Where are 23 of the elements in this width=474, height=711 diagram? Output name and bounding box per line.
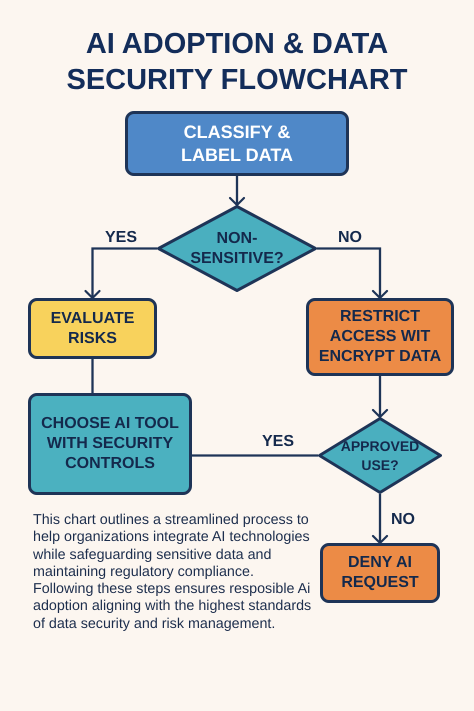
connector-line [192, 454, 318, 457]
box-label: DENY AI REQUEST [340, 553, 420, 593]
description-text: This chart outlines a streamlined process to help organizations integrate AI technologies while safeguarding sensitive data and maintaining regulatory compliance. Following these steps ensures resposible Ai adoption aligning with the highest standards of data security and risk management. [33, 512, 312, 634]
process-box [125, 111, 349, 176]
decision-label: NON- SENSITIVE? [189, 228, 285, 268]
title: AI ADOPTION & DATA SECURITY FLOWCHART [65, 27, 408, 98]
arrow [372, 494, 388, 544]
decision-diamond [318, 417, 442, 494]
arrow [372, 376, 388, 418]
decision-diamond [157, 205, 317, 292]
arrow [84, 247, 157, 300]
process-box [28, 393, 192, 495]
arrow [228, 176, 246, 206]
box-label: EVALUATE RISKS [50, 308, 136, 348]
box-label: CLASSIFY & LABEL DATA [180, 120, 294, 166]
connector-line [91, 359, 94, 393]
process-box [28, 298, 157, 359]
box-label: RESTRICT ACCESS WIT ENCRYPT DATA [318, 307, 442, 367]
box-label: CHOOSE AI TOOL WITH SECURITY CONTROLS [40, 414, 180, 474]
arrow [317, 247, 388, 300]
process-box [306, 298, 454, 376]
process-box [320, 543, 440, 603]
decision-label: APPROVED USE? [340, 436, 420, 474]
